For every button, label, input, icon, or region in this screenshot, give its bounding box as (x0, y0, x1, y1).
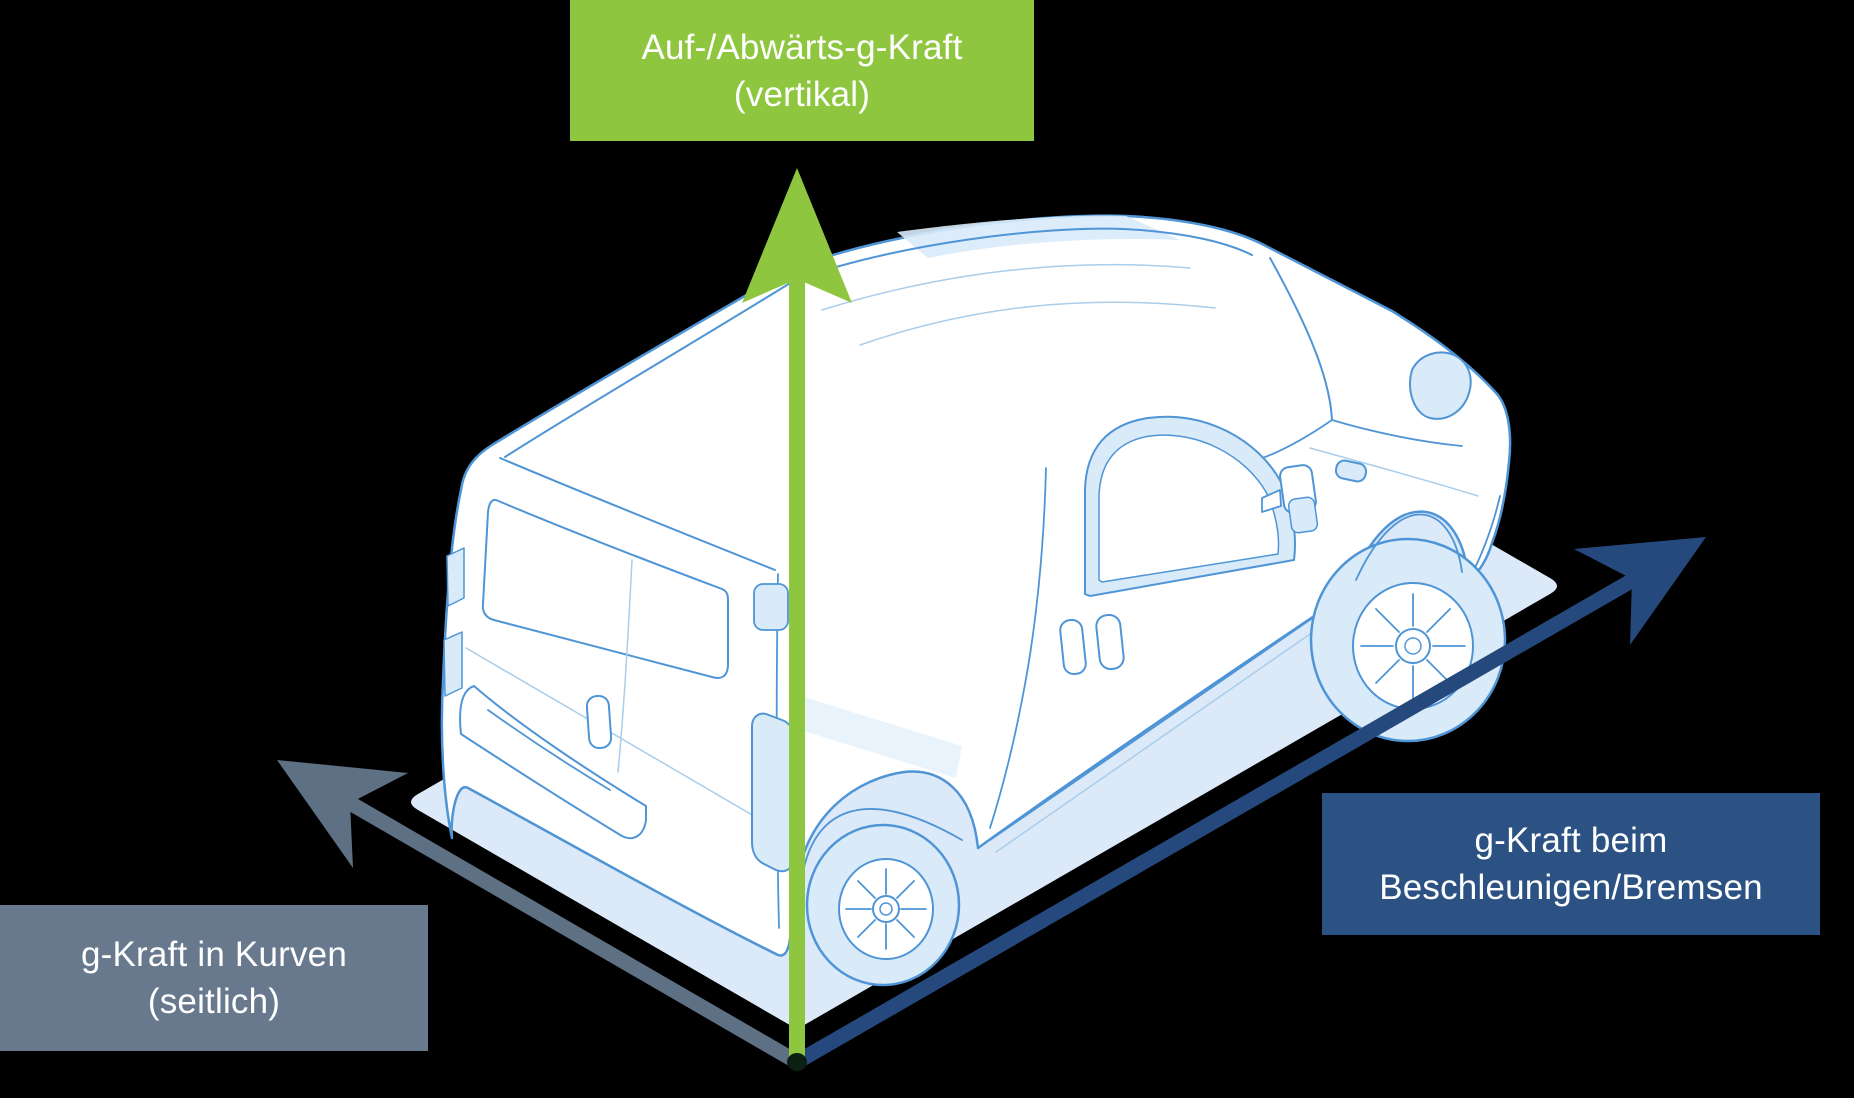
front-arch-lip (1355, 513, 1463, 581)
longitudinal-arrow-head (1574, 537, 1706, 645)
label-longitudinal-line1: g-Kraft beim (1474, 821, 1668, 860)
rear-panel-crease (465, 647, 779, 831)
taillight-right (751, 712, 795, 873)
door-handle-rear (1059, 618, 1087, 676)
door-handle-front (1095, 613, 1125, 671)
rear-wheel (805, 823, 961, 987)
longitudinal-axis-arrow (793, 537, 1706, 1069)
front-door-handle (1334, 459, 1368, 483)
rear-door-seam (617, 559, 633, 773)
rear-door-window (481, 498, 729, 679)
label-vertical-line1: Auf-/Abwärts-g-Kraft (641, 27, 963, 67)
front-wheel (1309, 537, 1507, 743)
headlight (1409, 351, 1472, 420)
front-spokes (1360, 593, 1466, 699)
a-pillar-line (1269, 257, 1333, 421)
lateral-arrow-shaft (346, 796, 801, 1069)
mirror-arm (1261, 489, 1282, 513)
label-vertical-line2: (vertikal) (733, 74, 871, 114)
sill-line-1 (989, 605, 1331, 841)
axis-arrows (277, 168, 1706, 1071)
side-window-glass (1098, 434, 1280, 583)
sliding-door-seam (989, 467, 1047, 829)
rear-door-handle (585, 694, 613, 750)
longitudinal-arrow-shaft (793, 573, 1637, 1069)
rear-hub-cap (879, 902, 893, 916)
fender-shoulder-line (1331, 419, 1463, 447)
label-lateral-line2: (seitlich) (147, 982, 281, 1021)
origin-dot (787, 1053, 807, 1071)
left-trim-1 (446, 547, 465, 607)
roof-rib-2 (859, 301, 1216, 346)
vertical-axis-arrow (742, 168, 852, 1066)
sill-line-2 (995, 615, 1337, 853)
label-lateral-g-force: g-Kraft in Kurven (seitlich) (0, 905, 428, 1051)
front-hub-cap (1404, 637, 1422, 655)
roof-tint (897, 215, 1180, 258)
label-lateral-line1: g-Kraft in Kurven (80, 935, 348, 974)
rear-drip-rail (499, 457, 776, 571)
rear-spokes (845, 868, 927, 950)
label-longitudinal-line2: Beschleunigen/Bremsen (1379, 868, 1763, 907)
fender-bulge-line (1309, 447, 1479, 497)
label-vertical-g-force: Auf-/Abwärts-g-Kraft (vertikal) (570, 0, 1034, 141)
lateral-axis-arrow (277, 760, 801, 1069)
roof-line (504, 227, 1253, 458)
vertical-arrow-head (742, 168, 852, 303)
side-highlight (794, 694, 962, 778)
roof-rib-1 (821, 263, 1191, 311)
rear-bumper-recess (487, 709, 611, 791)
van-illustration (440, 214, 1512, 987)
label-longitudinal-g-force: g-Kraft beim Beschleunigen/Bremsen (1322, 793, 1820, 935)
lateral-arrow-head (277, 760, 408, 868)
left-trim-2 (443, 631, 463, 697)
side-mirror-glass (1287, 496, 1319, 534)
corner-trim (753, 583, 789, 631)
